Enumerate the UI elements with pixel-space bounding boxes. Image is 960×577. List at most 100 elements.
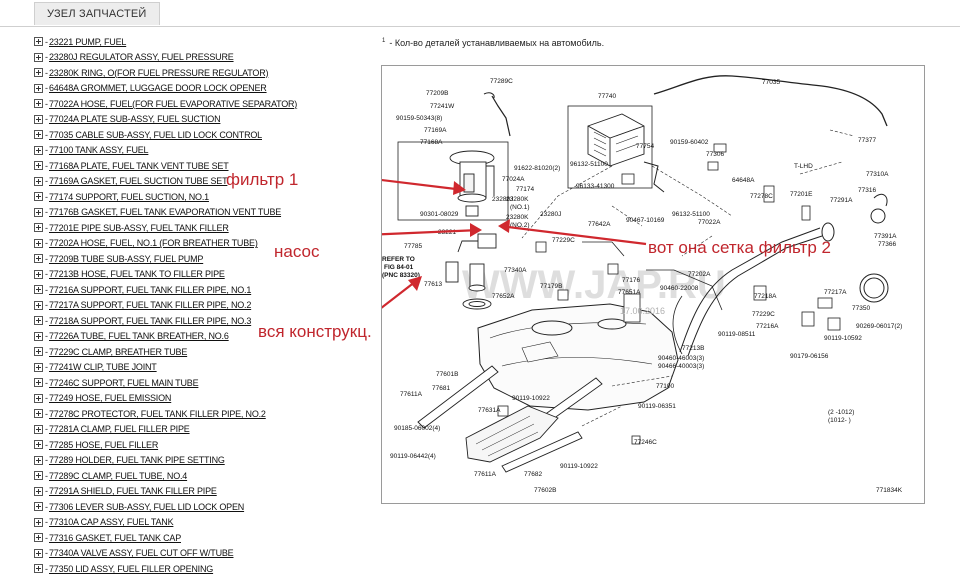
- tab-bar: УЗЕЛ ЗАПЧАСТЕЙ: [0, 0, 960, 27]
- expand-plus-icon[interactable]: [34, 52, 43, 62]
- part-link[interactable]: 77168A PLATE, FUEL TANK VENT TUBE SET: [49, 160, 229, 171]
- part-link[interactable]: 77201E PIPE SUB-ASSY, FUEL TANK FILLER: [49, 222, 229, 233]
- expand-plus-icon[interactable]: [34, 161, 43, 171]
- part-link[interactable]: 77241W CLIP, TUBE JOINT: [49, 362, 157, 373]
- part-link[interactable]: 77310A CAP ASSY, FUEL TANK: [49, 517, 174, 528]
- parts-list-item: -77226A TUBE, FUEL TANK BREATHER, NO.6: [34, 329, 364, 345]
- expand-plus-icon[interactable]: [34, 300, 43, 310]
- tank-straps: [417, 365, 603, 473]
- expand-plus-icon[interactable]: [34, 254, 43, 264]
- svg-text:77022A: 77022A: [698, 219, 721, 226]
- part-link[interactable]: 77035 CABLE SUB-ASSY, FUEL LID LOCK CONT…: [49, 129, 262, 140]
- diagram-watermark: WWW.JAP.RU: [462, 263, 726, 307]
- part-link[interactable]: 77340A VALVE ASSY, FUEL CUT OFF W/TUBE: [49, 548, 234, 559]
- svg-text:77682: 77682: [524, 471, 542, 478]
- fuel-filler-lid: [859, 193, 889, 303]
- part-link[interactable]: 77209B TUBE SUB-ASSY, FUEL PUMP: [49, 253, 204, 264]
- part-link[interactable]: 77289 HOLDER, FUEL TANK PIPE SETTING: [49, 455, 225, 466]
- part-link[interactable]: 77226A TUBE, FUEL TANK BREATHER, NO.6: [49, 331, 229, 342]
- svg-text:17.06.2016: 17.06.2016: [620, 306, 665, 316]
- part-link[interactable]: 77174 SUPPORT, FUEL SUCTION, NO.1: [49, 191, 209, 202]
- part-link[interactable]: 77216A SUPPORT, FUEL TANK FILLER PIPE, N…: [49, 284, 252, 295]
- item-dash: -: [45, 160, 48, 171]
- expand-plus-icon[interactable]: [34, 331, 43, 341]
- parts-list-item: -77306 LEVER SUB-ASSY, FUEL LID LOCK OPE…: [34, 499, 364, 515]
- expand-plus-icon[interactable]: [34, 68, 43, 78]
- svg-text:91622-81020(2): 91622-81020(2): [514, 165, 560, 172]
- part-link[interactable]: 23280J REGULATOR ASSY, FUEL PRESSURE: [49, 52, 234, 63]
- part-link[interactable]: 77176B GASKET, FUEL TANK EVAPORATION VEN…: [49, 207, 282, 218]
- svg-text:77201E: 77201E: [790, 191, 813, 198]
- parts-list-item: -77216A SUPPORT, FUEL TANK FILLER PIPE, …: [34, 282, 364, 298]
- expand-plus-icon[interactable]: [34, 83, 43, 93]
- svg-text:77241W: 77241W: [430, 103, 455, 110]
- svg-text:77100: 77100: [656, 383, 674, 390]
- svg-text:77174: 77174: [516, 186, 534, 193]
- expand-plus-icon[interactable]: [34, 145, 43, 155]
- part-link[interactable]: 77022A HOSE, FUEL(FOR FUEL EVAPORATIVE S…: [49, 98, 298, 109]
- expand-plus-icon[interactable]: [34, 564, 43, 574]
- item-dash: -: [45, 83, 48, 94]
- expand-plus-icon[interactable]: [34, 285, 43, 295]
- expand-plus-icon[interactable]: [34, 424, 43, 434]
- expand-plus-icon[interactable]: [34, 316, 43, 326]
- expand-plus-icon[interactable]: [34, 130, 43, 140]
- parts-list-item: -77289C CLAMP, FUEL TUBE, NO.4: [34, 468, 364, 484]
- expand-plus-icon[interactable]: [34, 347, 43, 357]
- expand-plus-icon[interactable]: [34, 37, 43, 47]
- expand-plus-icon[interactable]: [34, 440, 43, 450]
- part-link[interactable]: 77285 HOSE, FUEL FILLER: [49, 439, 159, 450]
- svg-text:77209B: 77209B: [426, 90, 448, 97]
- expand-plus-icon[interactable]: [34, 378, 43, 388]
- part-link[interactable]: 77202A HOSE, FUEL, NO.1 (FOR BREATHER TU…: [49, 238, 258, 249]
- part-link[interactable]: 77316 GASKET, FUEL TANK CAP: [49, 532, 181, 543]
- part-link[interactable]: 77281A CLAMP, FUEL FILLER PIPE: [49, 424, 190, 435]
- expand-plus-icon[interactable]: [34, 455, 43, 465]
- svg-text:77291A: 77291A: [830, 197, 853, 204]
- svg-text:90179-06156: 90179-06156: [790, 353, 829, 360]
- item-dash: -: [45, 486, 48, 497]
- part-link[interactable]: 23221 PUMP, FUEL: [49, 36, 127, 47]
- part-link[interactable]: 77100 TANK ASSY, FUEL: [49, 145, 149, 156]
- parts-list-item: -77249 HOSE, FUEL EMISSION: [34, 391, 364, 407]
- expand-plus-icon[interactable]: [34, 393, 43, 403]
- part-link[interactable]: 77306 LEVER SUB-ASSY, FUEL LID LOCK OPEN: [49, 501, 245, 512]
- expand-plus-icon[interactable]: [34, 533, 43, 543]
- part-link[interactable]: 77169A GASKET, FUEL SUCTION TUBE SET: [49, 176, 228, 187]
- part-link[interactable]: 77289C CLAMP, FUEL TUBE, NO.4: [49, 470, 188, 481]
- expand-plus-icon[interactable]: [34, 409, 43, 419]
- expand-plus-icon[interactable]: [34, 176, 43, 186]
- expand-plus-icon[interactable]: [34, 517, 43, 527]
- part-link[interactable]: 77218A SUPPORT, FUEL TANK FILLER PIPE, N…: [49, 315, 252, 326]
- part-link[interactable]: 23280K RING, O(FOR FUEL PRESSURE REGULAT…: [49, 67, 269, 78]
- svg-text:77613: 77613: [424, 281, 442, 288]
- part-link[interactable]: 77246C SUPPORT, FUEL MAIN TUBE: [49, 377, 199, 388]
- expand-plus-icon[interactable]: [34, 207, 43, 217]
- tab-parts-assembly[interactable]: УЗЕЛ ЗАПЧАСТЕЙ: [34, 2, 160, 25]
- item-dash: -: [45, 207, 48, 218]
- expand-plus-icon[interactable]: [34, 238, 43, 248]
- expand-plus-icon[interactable]: [34, 223, 43, 233]
- part-link[interactable]: 77278C PROTECTOR, FUEL TANK FILLER PIPE,…: [49, 408, 266, 419]
- expand-plus-icon[interactable]: [34, 99, 43, 109]
- part-link[interactable]: 77350 LID ASSY, FUEL FILLER OPENING: [49, 563, 214, 574]
- part-link[interactable]: 77213B HOSE, FUEL TANK TO FILLER PIPE: [49, 269, 225, 280]
- expand-plus-icon[interactable]: [34, 269, 43, 279]
- expand-plus-icon[interactable]: [34, 192, 43, 202]
- part-link[interactable]: 77229C CLAMP, BREATHER TUBE: [49, 346, 188, 357]
- part-link[interactable]: 64648A GROMMET, LUGGAGE DOOR LOCK OPENER: [49, 83, 267, 94]
- expand-plus-icon[interactable]: [34, 548, 43, 558]
- item-dash: -: [45, 191, 48, 202]
- expand-plus-icon[interactable]: [34, 362, 43, 372]
- part-link[interactable]: 77024A PLATE SUB-ASSY, FUEL SUCTION: [49, 114, 221, 125]
- part-link[interactable]: 77249 HOSE, FUEL EMISSION: [49, 393, 172, 404]
- expand-plus-icon[interactable]: [34, 114, 43, 124]
- expand-plus-icon[interactable]: [34, 471, 43, 481]
- parts-list-item: -23221 PUMP, FUEL: [34, 34, 364, 50]
- item-dash: -: [45, 393, 48, 404]
- svg-text:90460-46003(3): 90460-46003(3): [658, 355, 704, 362]
- expand-plus-icon[interactable]: [34, 502, 43, 512]
- part-link[interactable]: 77217A SUPPORT, FUEL TANK FILLER PIPE, N…: [49, 300, 252, 311]
- expand-plus-icon[interactable]: [34, 486, 43, 496]
- part-link[interactable]: 77291A SHIELD, FUEL TANK FILLER PIPE: [49, 486, 217, 497]
